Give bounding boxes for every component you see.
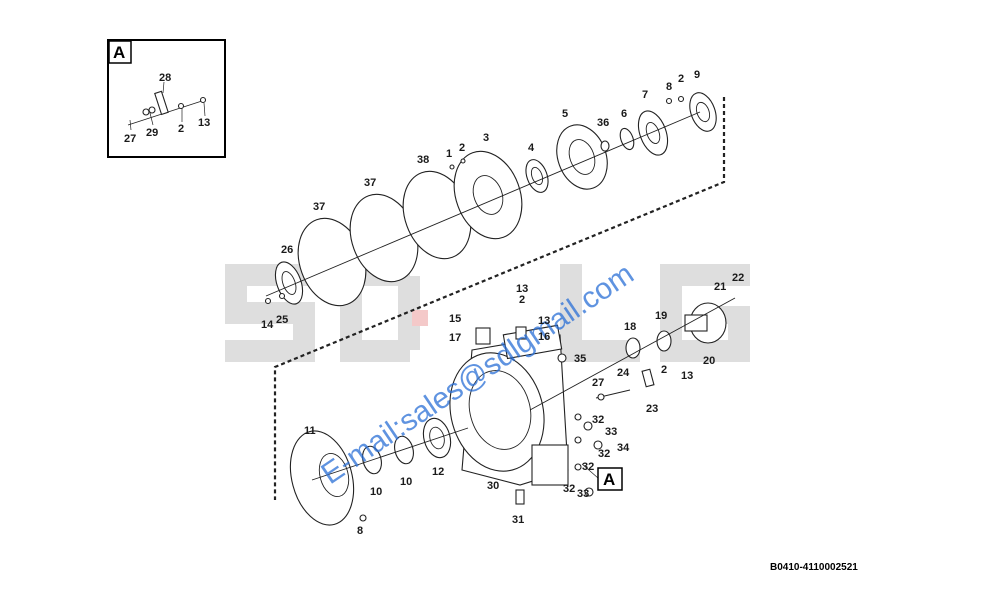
part-label: 33 (577, 488, 589, 500)
part-label: 35 (574, 353, 586, 365)
part-label: 26 (281, 244, 293, 256)
part-label: 16 (538, 331, 550, 343)
part-label: 32 (582, 461, 594, 473)
part-label: 21 (714, 281, 726, 293)
part-label: 37 (364, 177, 376, 189)
middle-parts (449, 297, 736, 497)
part-label: 38 (417, 154, 429, 166)
part-label: 3 (483, 132, 489, 144)
part-label: 5 (562, 108, 568, 120)
part-label: 27 (592, 377, 604, 389)
part-label: 31 (512, 514, 524, 526)
part-label: 19 (655, 310, 667, 322)
part-label: 13 (681, 370, 693, 382)
part-label: 18 (624, 321, 636, 333)
upper-labels: 1 2 3 4 5 36 6 7 8 2 9 38 37 37 26 14 25 (261, 69, 700, 331)
part-label: 14 (261, 319, 274, 331)
upper-parts (264, 92, 717, 307)
part-label: 12 (432, 466, 444, 478)
part-label: 10 (400, 476, 412, 488)
part-label: 13 (516, 283, 528, 295)
part-label: 11 (304, 425, 316, 437)
part-label: 2 (661, 364, 667, 376)
part-label: 25 (276, 314, 288, 326)
drawing-code: B0410-4110002521 (770, 562, 858, 573)
part-label: 6 (621, 108, 627, 120)
detail-labels: 28 27 29 2 13 (124, 72, 210, 145)
part-label: 9 (694, 69, 700, 81)
part-label: 32 (598, 448, 610, 460)
part-label: 7 (642, 89, 648, 101)
part-label: 4 (528, 142, 535, 154)
part-label: 32 (592, 414, 604, 426)
part-label: 23 (646, 403, 658, 415)
part-label: 34 (617, 442, 630, 454)
part-label: 20 (703, 355, 715, 367)
part-label: 30 (487, 480, 499, 492)
callout-a-label: A (603, 470, 615, 489)
part-label: 2 (178, 123, 184, 135)
part-label: 24 (617, 367, 630, 379)
part-label: 2 (459, 142, 465, 154)
lower-parts (289, 417, 525, 526)
part-label: 13 (538, 315, 550, 327)
part-label: 32 (563, 483, 575, 495)
detail-view-a: A (107, 39, 226, 158)
part-label: 17 (449, 332, 461, 344)
part-label: 37 (313, 201, 325, 213)
part-label: 8 (357, 525, 363, 537)
callout-a: A (581, 463, 623, 491)
part-label: 2 (519, 294, 525, 306)
lower-labels: 11 10 10 12 30 32 33 32 34 32 33 32 31 8 (304, 414, 630, 537)
part-label: 2 (678, 73, 684, 85)
part-label: 15 (449, 313, 461, 325)
middle-labels: 13 2 15 17 13 16 35 18 19 22 21 20 2 13 … (449, 272, 744, 415)
part-label: 27 (124, 133, 136, 145)
part-label: 1 (446, 148, 452, 160)
part-label: 29 (146, 127, 158, 139)
part-label: 22 (732, 272, 744, 284)
part-label: 28 (159, 72, 171, 84)
part-label: 8 (666, 81, 672, 93)
part-label: 36 (597, 117, 609, 129)
part-label: 33 (605, 426, 617, 438)
detail-view-label: A (113, 43, 125, 62)
part-label: 13 (198, 117, 210, 129)
part-label: 10 (370, 486, 382, 498)
assembly-boundary (273, 97, 726, 500)
